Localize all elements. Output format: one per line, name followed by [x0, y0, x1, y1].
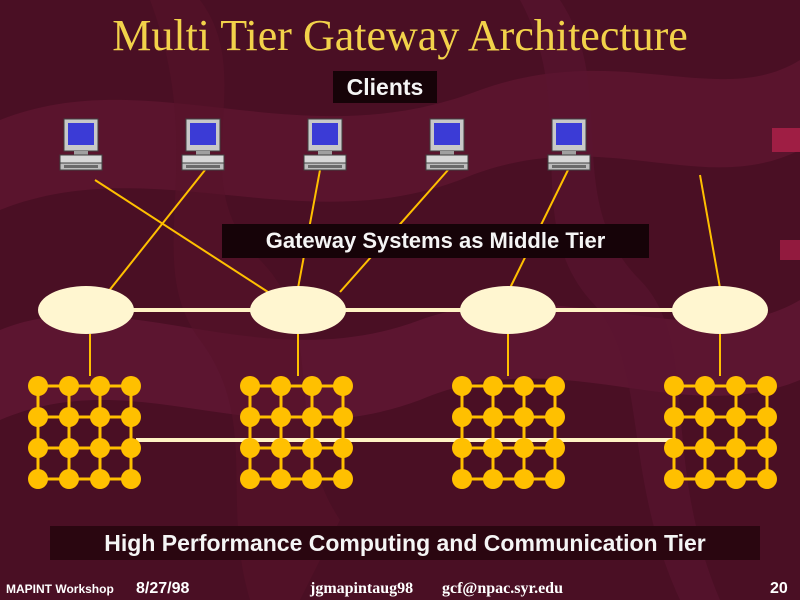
footer-email: gcf@npac.syr.edu — [442, 580, 563, 597]
footer-filename: jgmapintaug98 — [310, 580, 414, 597]
compute-node — [757, 407, 777, 427]
compute-node — [302, 407, 322, 427]
client-computers — [59, 118, 591, 171]
compute-node — [664, 438, 684, 458]
compute-node — [333, 376, 353, 396]
compute-node — [240, 376, 260, 396]
compute-node — [28, 407, 48, 427]
hpcc-tier-label: High Performance Computing and Communica… — [50, 526, 760, 560]
hpc-cluster — [452, 376, 565, 489]
hpc-cluster — [28, 376, 141, 489]
compute-node — [90, 438, 110, 458]
footer-workshop: MAPINT Workshop — [6, 582, 114, 596]
computer-icon — [425, 118, 469, 171]
compute-node — [121, 469, 141, 489]
gateway-node — [250, 286, 346, 334]
compute-node — [483, 438, 503, 458]
compute-node — [90, 469, 110, 489]
computer-icon — [303, 118, 347, 171]
compute-node — [302, 376, 322, 396]
compute-node — [240, 438, 260, 458]
compute-node — [664, 469, 684, 489]
compute-node — [240, 407, 260, 427]
compute-node — [483, 469, 503, 489]
compute-node — [483, 376, 503, 396]
compute-node — [726, 438, 746, 458]
compute-node — [271, 438, 291, 458]
compute-node — [302, 438, 322, 458]
hpc-cluster — [240, 376, 353, 489]
compute-node — [28, 438, 48, 458]
compute-node — [545, 469, 565, 489]
compute-node — [664, 407, 684, 427]
gateway-node — [672, 286, 768, 334]
compute-node — [514, 407, 534, 427]
footer-date: 8/27/98 — [136, 580, 190, 597]
compute-node — [726, 376, 746, 396]
compute-node — [545, 376, 565, 396]
client-link — [699, 174, 721, 289]
computer-icon — [59, 118, 103, 171]
compute-node — [757, 469, 777, 489]
compute-node — [514, 438, 534, 458]
gateway-node — [38, 286, 134, 334]
compute-node — [302, 469, 322, 489]
compute-node — [514, 376, 534, 396]
compute-node — [452, 376, 472, 396]
slide-title: Multi Tier Gateway Architecture — [112, 11, 688, 60]
gateway-tier-label: Gateway Systems as Middle Tier — [222, 224, 649, 258]
compute-node — [271, 469, 291, 489]
compute-node — [121, 407, 141, 427]
compute-node — [664, 376, 684, 396]
compute-node — [545, 438, 565, 458]
compute-node — [514, 469, 534, 489]
compute-node — [59, 438, 79, 458]
compute-node — [695, 376, 715, 396]
compute-node — [757, 438, 777, 458]
compute-node — [333, 407, 353, 427]
compute-node — [333, 438, 353, 458]
compute-node — [28, 469, 48, 489]
compute-node — [28, 376, 48, 396]
compute-node — [59, 407, 79, 427]
computer-icon — [547, 118, 591, 171]
clients-label: Clients — [333, 71, 437, 103]
compute-node — [452, 407, 472, 427]
compute-node — [59, 376, 79, 396]
compute-node — [726, 407, 746, 427]
compute-node — [271, 407, 291, 427]
compute-node — [452, 469, 472, 489]
compute-node — [695, 438, 715, 458]
compute-node — [121, 438, 141, 458]
gateway-node — [460, 286, 556, 334]
compute-node — [452, 438, 472, 458]
compute-node — [121, 376, 141, 396]
compute-node — [59, 469, 79, 489]
compute-node — [695, 407, 715, 427]
client-link — [94, 179, 269, 293]
gateway-drops — [89, 334, 721, 376]
compute-node — [240, 469, 260, 489]
hpc-cluster — [664, 376, 777, 489]
footer-page-number: 20 — [770, 580, 788, 597]
compute-node — [726, 469, 746, 489]
compute-node — [90, 407, 110, 427]
computer-icon — [181, 118, 225, 171]
compute-node — [695, 469, 715, 489]
compute-node — [545, 407, 565, 427]
compute-node — [333, 469, 353, 489]
client-link — [107, 169, 206, 293]
compute-node — [757, 376, 777, 396]
compute-node — [90, 376, 110, 396]
compute-node — [483, 407, 503, 427]
hpc-clusters — [28, 376, 777, 489]
compute-node — [271, 376, 291, 396]
